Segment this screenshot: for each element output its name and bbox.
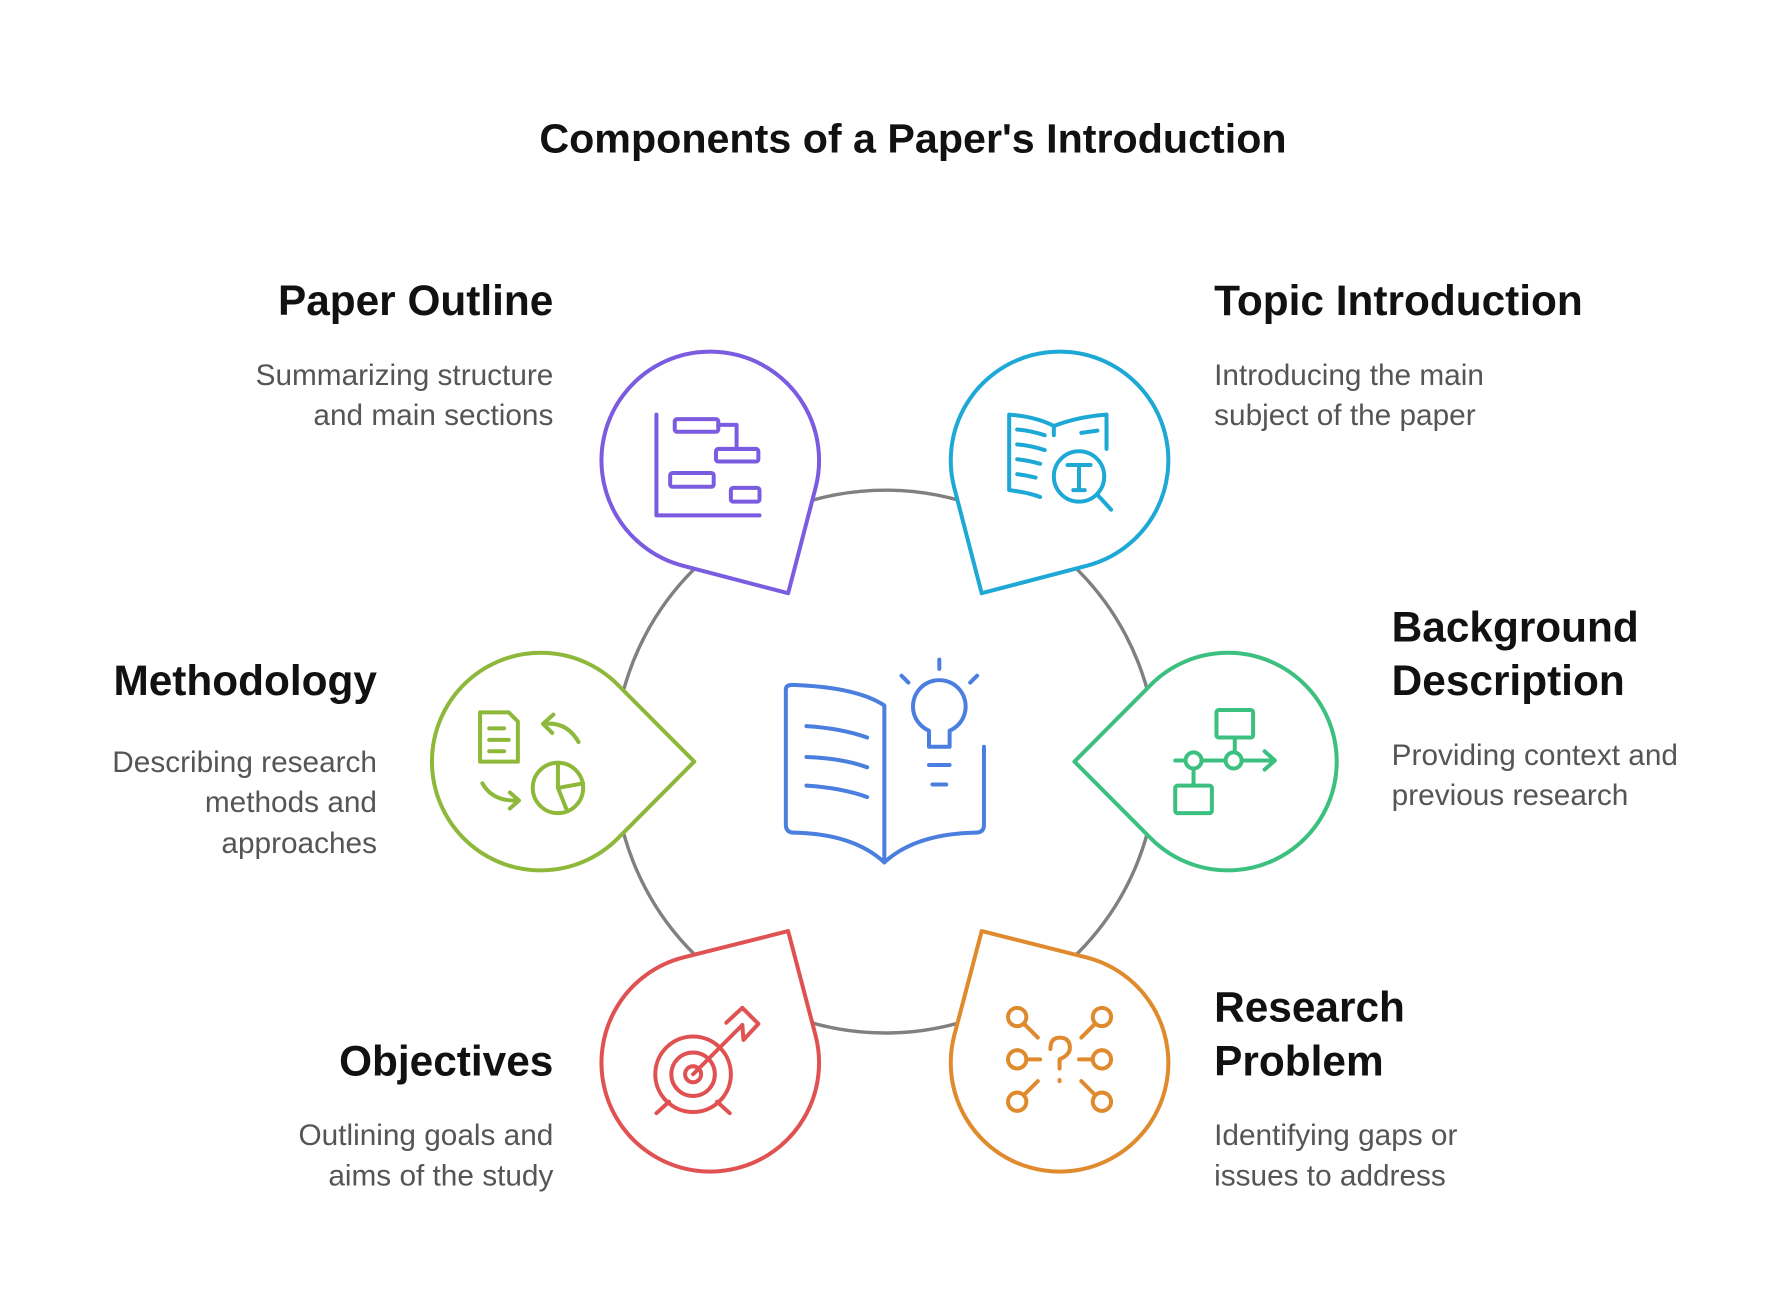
objectives-description: aims of the study bbox=[328, 1159, 553, 1192]
document-cycle-chart-icon bbox=[478, 710, 586, 816]
gantt-chart-icon bbox=[654, 412, 762, 518]
topic-introduction-description: Introducing the main bbox=[1214, 359, 1484, 392]
target-arrow-icon bbox=[653, 1005, 761, 1116]
paper-outline-description: and main sections bbox=[313, 399, 553, 432]
topic-introduction-title: Topic Introduction bbox=[1214, 277, 1583, 324]
methodology-description: methods and bbox=[205, 786, 377, 819]
background-description-title: Background bbox=[1392, 603, 1639, 650]
research-problem-description: issues to address bbox=[1214, 1159, 1446, 1192]
research-problem-description: Identifying gaps or bbox=[1214, 1119, 1457, 1152]
book-lightbulb-icon bbox=[783, 657, 986, 865]
question-network-icon bbox=[1006, 1005, 1114, 1113]
objectives-title: Objectives bbox=[339, 1037, 553, 1084]
topic-introduction-pin bbox=[948, 349, 1171, 596]
paper-outline-title: Paper Outline bbox=[278, 277, 553, 324]
research-problem-pin bbox=[948, 929, 1171, 1174]
background-description-description: previous research bbox=[1392, 779, 1629, 812]
methodology-description: Describing research bbox=[112, 746, 377, 779]
methodology-title: Methodology bbox=[113, 657, 377, 704]
methodology-description: approaches bbox=[221, 827, 377, 860]
paper-outline-description: Summarizing structure bbox=[256, 359, 554, 392]
flowchart-icon bbox=[1173, 708, 1277, 816]
diagram-title: Components of a Paper's Introduction bbox=[539, 115, 1286, 161]
background-description-title: Description bbox=[1392, 657, 1625, 704]
background-description-description: Providing context and bbox=[1392, 739, 1678, 772]
research-problem-title: Research bbox=[1214, 984, 1405, 1031]
research-problem-title: Problem bbox=[1214, 1037, 1383, 1084]
topic-introduction-description: subject of the paper bbox=[1214, 399, 1476, 432]
objectives-pin bbox=[599, 929, 822, 1174]
objectives-description: Outlining goals and bbox=[299, 1119, 554, 1152]
book-search-icon bbox=[1007, 412, 1114, 512]
